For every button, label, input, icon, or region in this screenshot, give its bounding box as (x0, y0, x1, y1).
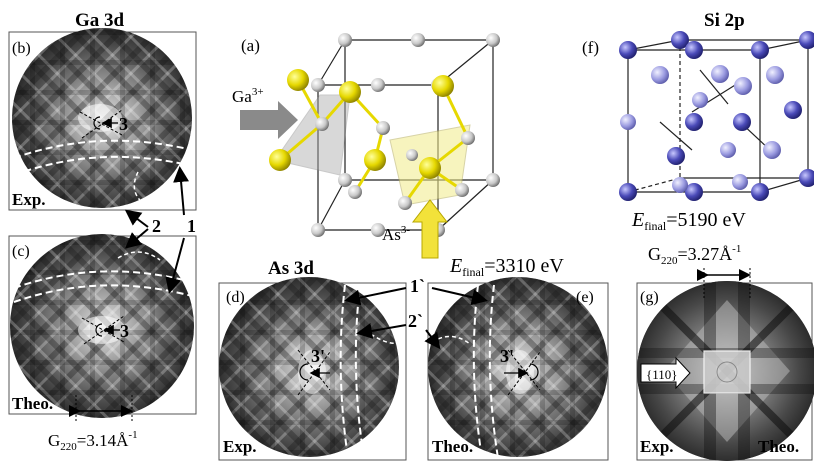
panel-label-g: (g) (640, 289, 659, 306)
marker-3-theo: 3 (120, 321, 129, 341)
marker-1: 1 (187, 216, 196, 236)
header-si2p: Si 2p (704, 10, 745, 31)
ga-atoms (269, 69, 454, 179)
g-vector-ga: G220=3.14Å-1 (48, 429, 138, 453)
marker-3-prime-d: 3' (311, 346, 325, 366)
panel-g: {110} (g) Exp. Theo. (636, 268, 814, 461)
si-atoms-dark (619, 31, 814, 201)
pattern-b (12, 28, 192, 208)
ga-site-arrow (240, 101, 298, 139)
dashed-kikuchi-band (133, 171, 146, 206)
symmetry-line (81, 109, 123, 139)
energy-as: Efinal=3310 eV (449, 255, 564, 279)
marker-2: 2 (152, 216, 161, 236)
marker-3-prime-e: 3' (500, 346, 514, 366)
marker-2-prime: 2` (408, 311, 423, 331)
marker-3: 3 (119, 114, 128, 134)
panel-a-crystal: (a) (232, 33, 500, 259)
pattern-c (10, 234, 194, 418)
energy-si: Efinal=5190 eV (631, 209, 746, 233)
panel-label-e: (e) (576, 289, 594, 306)
tag-theo-e: Theo. (432, 437, 473, 456)
inset-box (703, 350, 751, 394)
direction-arrow (640, 356, 691, 390)
tag-exp-b: Exp. (12, 190, 46, 209)
dashed-kikuchi-band (13, 155, 193, 176)
panel-b: 3 (b) Exp. (8, 28, 197, 211)
tag-theo-c: Theo. (12, 394, 53, 413)
panel-label-a: (a) (241, 36, 260, 55)
marker-1-prime: 1` (410, 276, 425, 296)
dashed-kikuchi-band (13, 139, 193, 159)
as-atoms (311, 33, 500, 237)
panel-e: 3' (e) Theo. (427, 277, 609, 461)
tag-exp-d: Exp. (223, 437, 257, 456)
pattern-d (219, 277, 399, 457)
panel-d: 3' (d) Exp. (218, 277, 407, 461)
si-atoms-light (620, 65, 784, 193)
panel-label-c: (c) (12, 243, 30, 260)
tag-theo-g: Theo. (758, 437, 799, 456)
panel-label-b: (b) (12, 40, 31, 57)
direction-110: {110} (646, 367, 678, 382)
ga-ion-label: Ga3+ (232, 86, 264, 106)
panel-label-d: (d) (226, 289, 245, 306)
symmetry-line (79, 111, 123, 136)
header-as3d: As 3d (268, 258, 314, 279)
as-ion-label: As3- (382, 224, 410, 244)
panel-c: 3 (c) Theo. (8, 234, 197, 422)
panel-f-crystal: (f) (582, 31, 814, 201)
pattern-e (428, 277, 608, 457)
g-vector-si: G220=3.27Å-1 (648, 243, 741, 267)
as-site-arrow (411, 199, 449, 259)
panel-label-f: (f) (582, 38, 599, 57)
tag-exp-g: Exp. (640, 437, 674, 456)
header-ga3d: Ga 3d (75, 10, 125, 31)
